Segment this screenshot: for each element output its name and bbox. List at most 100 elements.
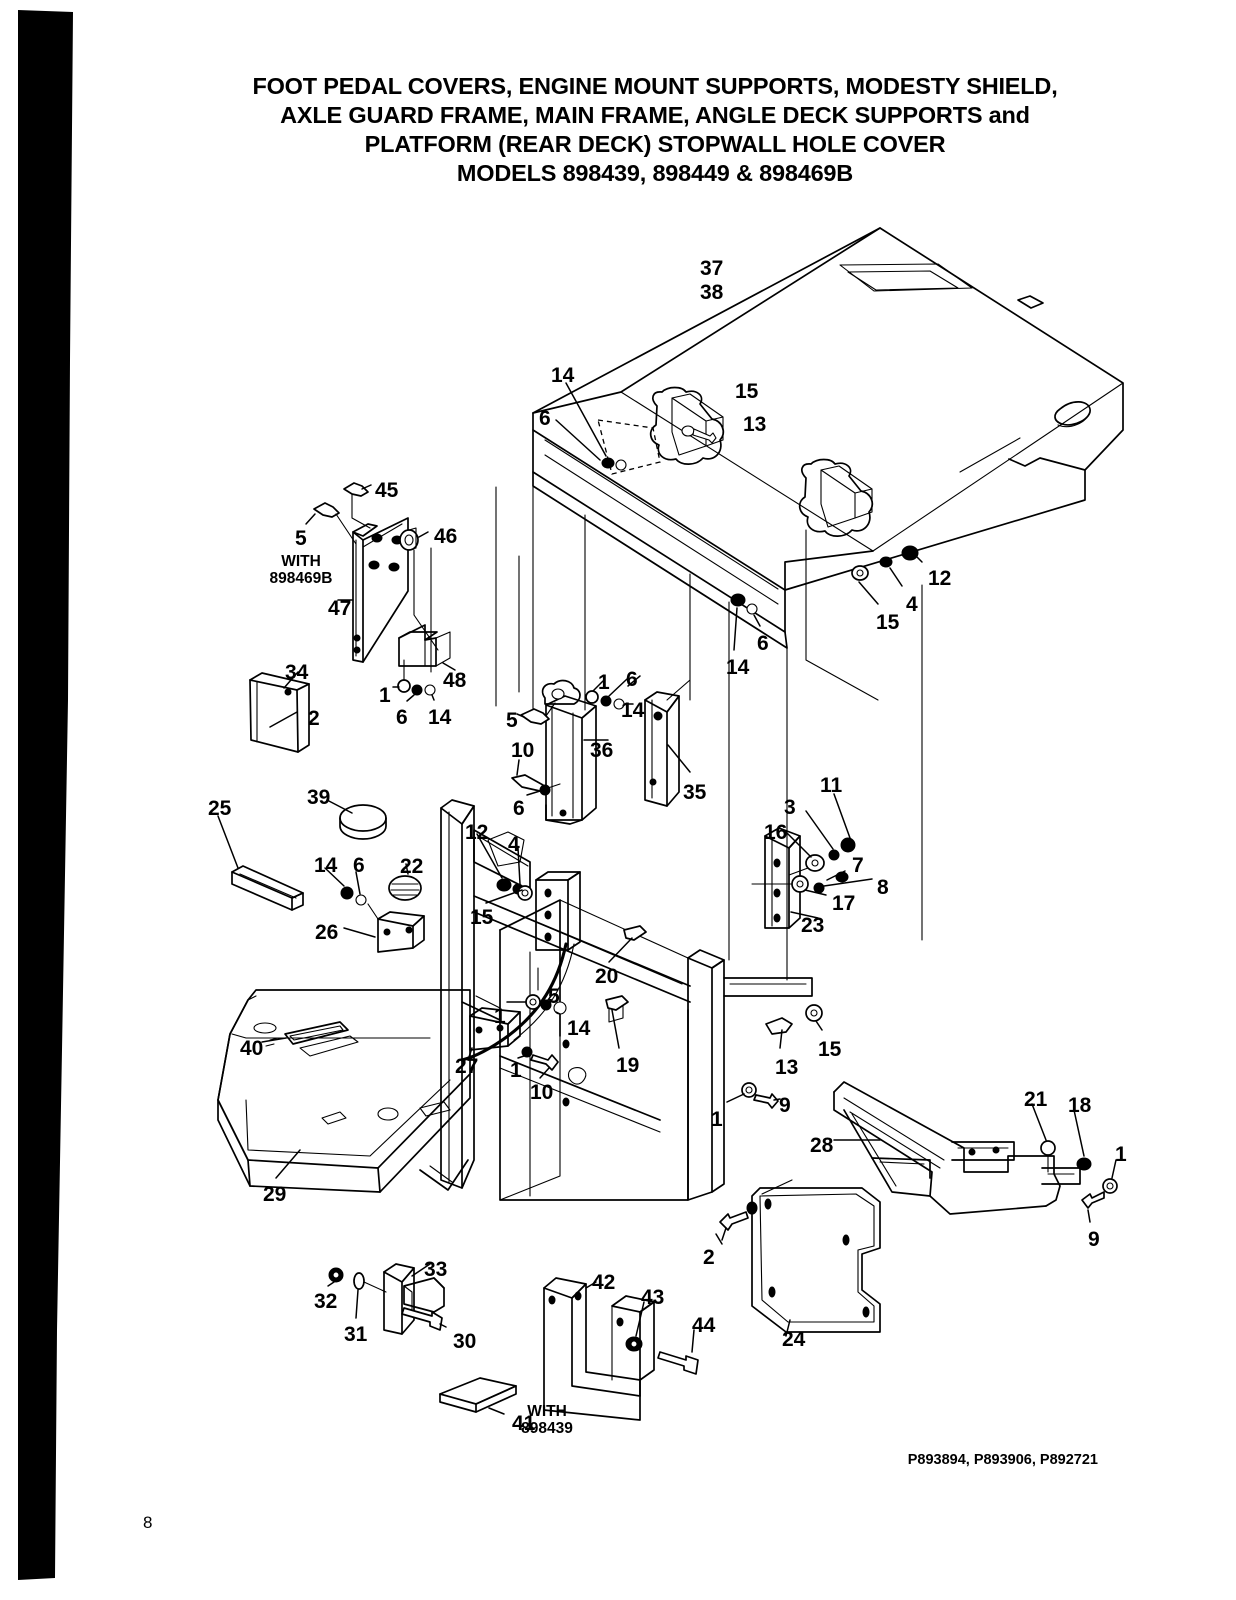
callout-number-9: 9 (1088, 1228, 1100, 1251)
callout-number-10: 10 (530, 1081, 554, 1104)
part-25-bar (217, 815, 304, 911)
callout-number-15: 15 (470, 906, 494, 929)
part-20-bolt (608, 925, 647, 963)
callout-number-45: 45 (375, 479, 399, 502)
title-line-3: PLATFORM (REAR DECK) STOPWALL HOLE COVER (364, 131, 946, 157)
hardware-12-4-15-frame (476, 831, 533, 904)
part-26-bracket (343, 903, 425, 953)
callout-number-1: 1 (379, 684, 391, 707)
callout-number-24: 24 (782, 1328, 806, 1351)
hardware-13-15-right (765, 1004, 823, 1049)
part-36-angle-deck-support (541, 679, 609, 825)
hardware-43-44 (625, 1301, 699, 1375)
callout-number-48: 48 (443, 669, 467, 692)
callout-number-14: 14 (726, 656, 750, 679)
callout-number-4: 4 (906, 593, 918, 616)
callout-number-10: 10 (511, 739, 535, 762)
callout-number-6: 6 (396, 706, 408, 729)
title-line-1: FOOT PEDAL COVERS, ENGINE MOUNT SUPPORTS… (252, 73, 1058, 99)
callout-number-25: 25 (208, 797, 232, 820)
callout-number-14: 14 (621, 699, 645, 722)
callout-number-46: 46 (434, 525, 458, 548)
hardware-12-4-15 (851, 545, 923, 605)
callout-number-12: 12 (465, 821, 489, 844)
callout-number-21: 21 (1024, 1088, 1048, 1111)
callout-number-19: 19 (616, 1054, 640, 1077)
callout-number-23: 23 (801, 914, 825, 937)
callout-number-14: 14 (551, 364, 575, 387)
part-5-bolt-support36 (516, 702, 556, 725)
hardware-16-3-11 (785, 793, 856, 876)
hardware-1-9-right (726, 1082, 781, 1109)
callout-number-5: 5 (506, 709, 518, 732)
scan-edge-band (18, 10, 73, 1580)
page-number: 8 (143, 1513, 153, 1532)
title-line-2: AXLE GUARD FRAME, MAIN FRAME, ANGLE DECK… (280, 102, 1030, 128)
hardware-6-14-deck-front (730, 593, 761, 651)
hardware-1-5-14 (506, 967, 567, 1015)
callout-number-15: 15 (735, 380, 759, 403)
title-models-line: MODELS 898439, 898449 & 898469B (456, 160, 854, 186)
callout-number-41: 41 (512, 1412, 536, 1435)
callout-number-22: 22 (400, 855, 424, 878)
callout-number-6: 6 (353, 854, 365, 877)
callout-number-39: 39 (307, 786, 331, 809)
callout-number-20: 20 (595, 965, 619, 988)
hardware-2-shield (719, 1201, 758, 1241)
part-33-tube-bracket (327, 1263, 447, 1335)
part-5-bolt-left (305, 502, 357, 545)
callout-number-16: 16 (764, 821, 788, 844)
part-19-bolt (605, 995, 629, 1049)
callout-number-5: 5 (548, 985, 560, 1008)
footer-part-codes: P893894, P893906, P892721 (907, 1452, 1098, 1468)
hardware-6-frame-top (627, 675, 641, 687)
callout-number-11: 11 (820, 774, 843, 797)
callout-number-1: 1 (711, 1108, 723, 1131)
part-34-cover-plate (249, 671, 310, 753)
callout-number-13: 13 (743, 413, 767, 436)
callout-number-15: 15 (876, 611, 900, 634)
callout-number-30: 30 (453, 1330, 477, 1353)
callout-number-27: 27 (455, 1055, 479, 1078)
note-with-898469b: WITH 898469B (269, 553, 333, 587)
callout-number-8: 8 (877, 876, 889, 899)
callout-number-7: 7 (852, 854, 864, 877)
part-22-grommet (388, 863, 422, 901)
part-24-modesty-shield (751, 1179, 881, 1337)
callout-number-42: 42 (592, 1271, 616, 1294)
callout-number-2: 2 (703, 1246, 715, 1269)
callout-number-15: 15 (818, 1038, 842, 1061)
part-latch-lower-right (798, 458, 874, 537)
part-48-clip (398, 624, 456, 671)
callout-number-1: 1 (510, 1059, 522, 1082)
part-main-frame (440, 799, 813, 1201)
callout-number-38: 38 (700, 281, 724, 304)
part-39-cap (326, 799, 387, 840)
callout-number-14: 14 (314, 854, 338, 877)
note-with-898439: WITH 898439 (521, 1403, 573, 1437)
callout-number-33: 33 (424, 1258, 448, 1281)
callout-number-14: 14 (428, 706, 452, 729)
callout-number-14: 14 (567, 1017, 591, 1040)
callout-number-6: 6 (757, 632, 769, 655)
callout-number-17: 17 (832, 892, 856, 915)
callout-number-36: 36 (590, 739, 614, 762)
callout-number-28: 28 (810, 1134, 834, 1157)
callout-number-18: 18 (1068, 1094, 1092, 1117)
callout-number-1: 1 (1115, 1143, 1127, 1166)
callout-number-5: 5 (295, 527, 307, 550)
callout-number-44: 44 (692, 1314, 716, 1337)
callout-number-35: 35 (683, 781, 707, 804)
part-27-bracket (467, 1007, 521, 1061)
hardware-7-8-17 (751, 870, 873, 896)
part-23-bracket (764, 827, 819, 929)
part-41-hole-cover (439, 1377, 517, 1415)
callout-number-9: 9 (779, 1094, 791, 1117)
callout-number-26: 26 (315, 921, 339, 944)
callout-number-12: 12 (928, 567, 952, 590)
callout-number-32: 32 (314, 1290, 338, 1313)
callout-number-13: 13 (775, 1056, 799, 1079)
hardware-14-6-bracket26 (324, 867, 367, 906)
